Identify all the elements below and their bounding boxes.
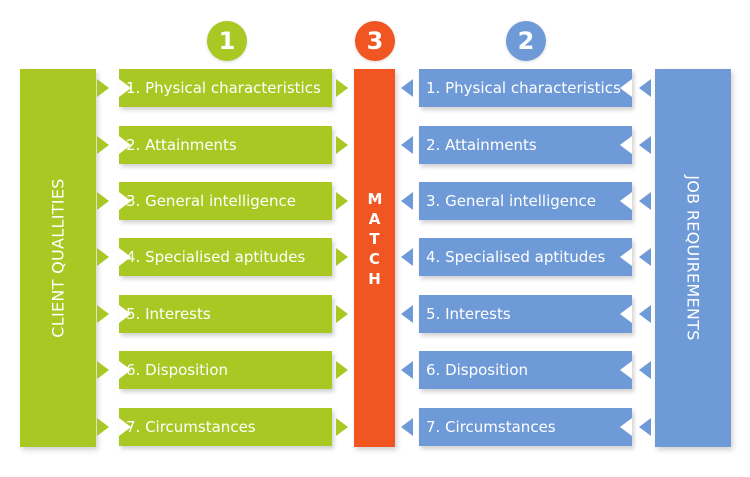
notch-icon [119, 248, 131, 266]
notch-icon [620, 192, 632, 210]
job-item: 2. Attainments [419, 126, 632, 164]
to-match-arrow-icon [401, 361, 413, 379]
client-item: 3. General intelligence [119, 182, 332, 220]
client-item: 1. Physical characteristics [119, 69, 332, 107]
match-bar: MATCH [354, 69, 395, 447]
notch-icon [620, 361, 632, 379]
client-item: 7. Circumstances [119, 408, 332, 446]
job-arrow-icon [639, 79, 651, 97]
client-item: 5. Interests [119, 295, 332, 333]
notch-icon [119, 418, 131, 436]
notch-icon [119, 136, 131, 154]
notch-icon [620, 248, 632, 266]
client-arrow-icon [97, 248, 109, 266]
client-qualities-label: CLIENT QUALLITIES [48, 178, 68, 338]
to-match-arrow-icon [336, 418, 348, 436]
job-item: 6. Disposition [419, 351, 632, 389]
badge-3: 3 [355, 21, 395, 61]
job-arrow-icon [639, 361, 651, 379]
job-item: 4. Specialised aptitudes [419, 238, 632, 276]
job-item: 3. General intelligence [419, 182, 632, 220]
job-requirements-bar: JOB REQUIREMENTS [655, 69, 731, 447]
client-arrow-icon [97, 192, 109, 210]
client-arrow-icon [97, 79, 109, 97]
to-match-arrow-icon [336, 248, 348, 266]
client-item: 4. Specialised aptitudes [119, 238, 332, 276]
client-arrow-icon [97, 136, 109, 154]
to-match-arrow-icon [401, 79, 413, 97]
to-match-arrow-icon [401, 136, 413, 154]
to-match-arrow-icon [401, 418, 413, 436]
job-arrow-icon [639, 136, 651, 154]
badge-1: 1 [207, 21, 247, 61]
match-label: MATCH [367, 190, 383, 288]
to-match-arrow-icon [401, 192, 413, 210]
notch-icon [119, 305, 131, 323]
notch-icon [620, 305, 632, 323]
job-arrow-icon [639, 418, 651, 436]
job-item: 7. Circumstances [419, 408, 632, 446]
to-match-arrow-icon [336, 136, 348, 154]
to-match-arrow-icon [401, 248, 413, 266]
notch-icon [119, 192, 131, 210]
notch-icon [119, 361, 131, 379]
client-item: 2. Attainments [119, 126, 332, 164]
to-match-arrow-icon [336, 79, 348, 97]
job-requirements-label: JOB REQUIREMENTS [683, 175, 703, 341]
client-qualities-bar: CLIENT QUALLITIES [20, 69, 96, 447]
job-item: 5. Interests [419, 295, 632, 333]
job-arrow-icon [639, 248, 651, 266]
job-item: 1. Physical characteristics [419, 69, 632, 107]
notch-icon [620, 418, 632, 436]
client-arrow-icon [97, 305, 109, 323]
to-match-arrow-icon [336, 305, 348, 323]
client-arrow-icon [97, 418, 109, 436]
job-arrow-icon [639, 305, 651, 323]
to-match-arrow-icon [336, 361, 348, 379]
client-item: 6. Disposition [119, 351, 332, 389]
to-match-arrow-icon [336, 192, 348, 210]
to-match-arrow-icon [401, 305, 413, 323]
client-arrow-icon [97, 361, 109, 379]
notch-icon [119, 79, 131, 97]
notch-icon [620, 136, 632, 154]
job-arrow-icon [639, 192, 651, 210]
notch-icon [620, 79, 632, 97]
badge-2: 2 [506, 21, 546, 61]
